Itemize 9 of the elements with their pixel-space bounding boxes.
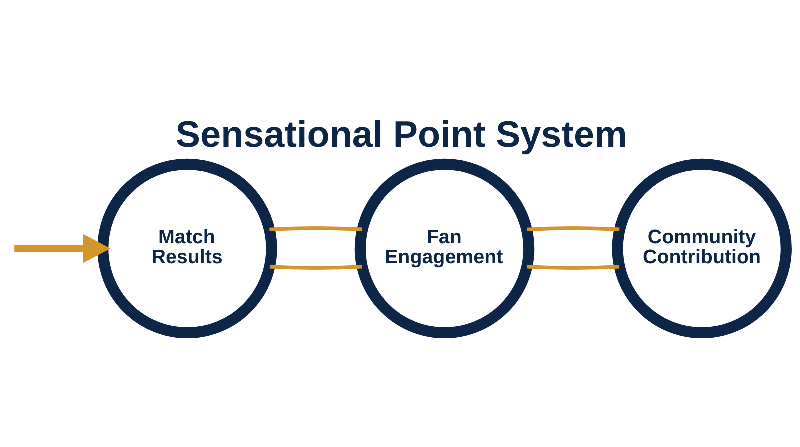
node-circle: Match Results <box>98 158 278 338</box>
connector <box>527 265 620 270</box>
node-circle: Community Contribution <box>612 158 792 338</box>
connector <box>270 265 362 270</box>
node-circle: Fan Engagement <box>354 158 535 338</box>
arrow <box>14 234 111 264</box>
connector <box>270 226 362 232</box>
connector <box>526 226 620 232</box>
diagram-title: Sensational Point System <box>176 114 628 156</box>
